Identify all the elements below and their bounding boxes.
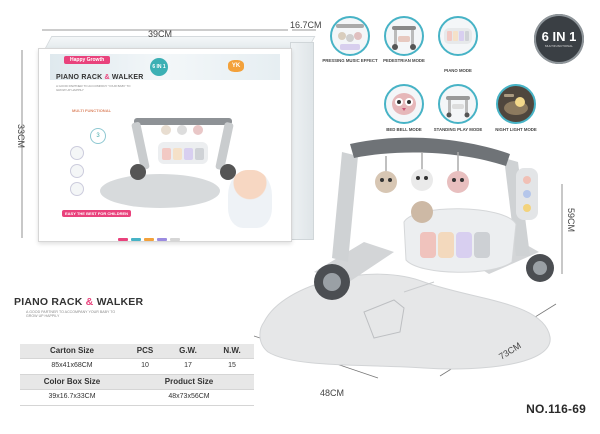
feature-night-light (496, 84, 536, 124)
six-in-one-badge: 6 IN 1 MULTIFUNCTIONAL (534, 14, 584, 64)
music-mobile-icon (336, 24, 364, 50)
spec-color-box-size: 39x16.7x33CM (48, 393, 96, 400)
box-color-strip (118, 228, 183, 246)
box-multi-label: MULTI FUNCTIONAL (72, 108, 112, 113)
spec-header-row: Color Box Size Product Size (20, 375, 254, 389)
feature-caption: NIGHT LIGHT MODE (495, 127, 537, 132)
feature-bed-bell (384, 84, 424, 124)
standing-play-icon (446, 96, 470, 118)
spec-header-row: Carton Size PCS G.W. N.W. (20, 344, 254, 358)
box-product-illustration (130, 118, 236, 180)
feature-caption: PIANO MODE (444, 68, 472, 73)
box-height-label: 33CM (16, 124, 26, 149)
feature-standing-play (438, 84, 478, 124)
box-depth-label: 16.7CM (290, 20, 322, 30)
box-brand-logo: YK (228, 60, 244, 72)
box-title: PIANO RACK & WALKER (56, 74, 144, 81)
spec-table: Carton Size PCS G.W. N.W. 85x41x68CM 10 … (20, 344, 254, 406)
product-height-label: 59CM (566, 208, 576, 233)
spec-header-gw: G.W. (179, 346, 197, 355)
spec-gw: 17 (184, 362, 192, 369)
box-baby-photo (228, 170, 272, 228)
model-number: NO.116-69 (526, 402, 586, 416)
feature-caption: PRESSING MUSIC EFFECT (322, 58, 378, 63)
spec-divider (20, 405, 254, 406)
spec-value-row: 85x41x68CM 10 17 15 (20, 359, 254, 373)
spec-header-pcs: PCS (136, 346, 154, 355)
product-illustration (259, 137, 554, 370)
spec-product-size: 48x73x56CM (168, 393, 210, 400)
product-name: PIANO RACK & WALKER (14, 296, 144, 308)
feature-caption: PEDESTRIAN MODE (383, 58, 425, 63)
spec-divider (20, 358, 254, 359)
spec-header-color-box: Color Box Size (43, 377, 101, 386)
box-feature-icon (70, 182, 84, 196)
feature-pressing-music (330, 16, 370, 56)
box-subtitle: A GOOD PARTNER TO ACCOMPANY YOUR BABY TO… (56, 84, 131, 92)
piano-icon (444, 28, 472, 44)
spec-divider (20, 389, 254, 390)
owl-bell-icon (392, 93, 416, 115)
spec-nw: 15 (228, 362, 236, 369)
product-width-label: 48CM (320, 388, 345, 398)
feature-caption: BED BELL MODE (386, 127, 422, 132)
feature-pedestrian (384, 16, 424, 56)
spec-header-nw: N.W. (223, 346, 241, 355)
feature-caption: STANDING PLAY MODE (433, 127, 483, 132)
spec-pcs: 10 (141, 362, 149, 369)
feature-piano (438, 16, 478, 56)
box-easy-label: EASY THE BEST FOR CHILDREN (62, 210, 132, 217)
box-width-label: 39CM (148, 29, 173, 39)
spec-header-product-size: Product Size (164, 377, 214, 386)
box-feature-icon (70, 146, 84, 160)
spec-divider (20, 374, 254, 375)
box-6in1-badge: 6 IN 1 (150, 58, 168, 76)
box-three-in-one-badge: 3 (90, 128, 106, 144)
spec-header-carton: Carton Size (49, 346, 94, 355)
box-feature-icon (70, 164, 84, 178)
brand-tag: Happy Growth (64, 56, 111, 64)
walker-icon (392, 26, 416, 50)
product-subtitle: A GOOD PARTNER TO ACCOMPANY YOUR BABY TO… (26, 310, 116, 319)
spec-value-row: 39x16.7x33CM 48x73x56CM (20, 390, 254, 404)
night-light-icon (504, 94, 528, 115)
box-play-mat (100, 174, 220, 208)
spec-carton-size: 85x41x68CM (51, 362, 93, 369)
